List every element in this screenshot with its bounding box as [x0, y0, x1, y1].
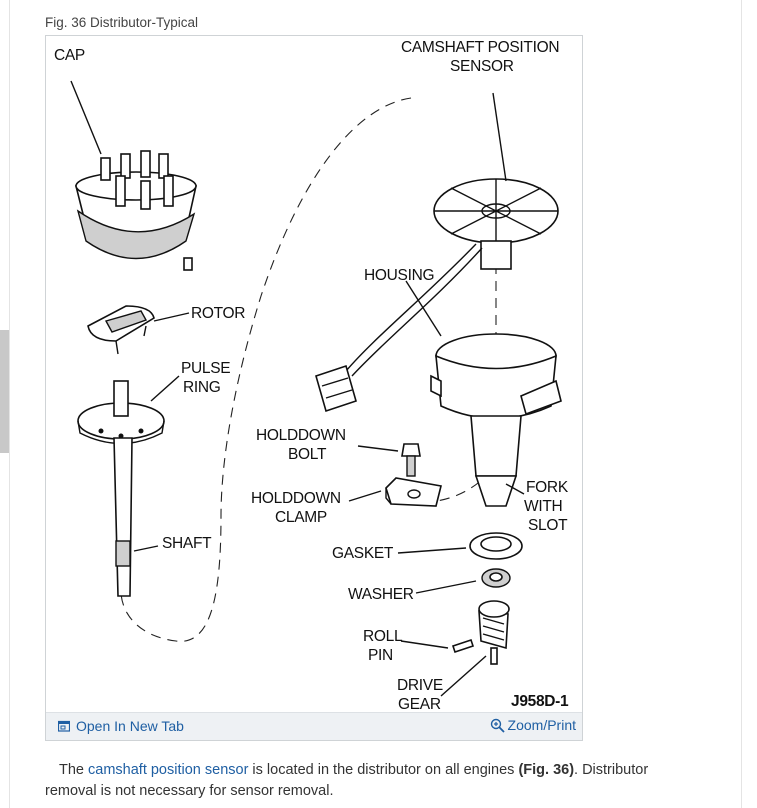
label-fork-2: WITH — [524, 498, 562, 515]
body-middle: is located in the distributor on all eng… — [248, 762, 519, 778]
holddown-bolt — [401, 443, 421, 477]
camshaft-sensor-link[interactable]: camshaft position sensor — [88, 762, 249, 778]
open-in-new-tab-label: Open In New Tab — [76, 718, 184, 734]
label-housing: HOUSING — [364, 267, 434, 284]
gasket — [469, 532, 523, 560]
body-end: . Distributor — [574, 762, 649, 778]
figure-frame: CAP CAMSHAFT POSITION SENSOR HOUSING ROT… — [45, 35, 583, 741]
drive-gear — [478, 600, 510, 665]
sensor-cable — [345, 243, 477, 372]
label-washer: WASHER — [348, 586, 414, 603]
label-drive-2: GEAR — [398, 696, 441, 713]
figure-toolbar: Open In New Tab Zoom/Print — [46, 712, 582, 740]
body-paragraph: The camshaft position sensor is located … — [45, 760, 665, 802]
label-holddown-clamp-2: CLAMP — [275, 509, 327, 526]
magnifier-zoom-icon — [490, 718, 505, 733]
sensor-connector — [315, 364, 357, 413]
label-camshaft-2: SENSOR — [450, 58, 514, 75]
washer-leader — [415, 580, 477, 594]
figure-caption: Fig. 36 Distributor-Typical — [45, 15, 199, 30]
cap-leader — [70, 80, 102, 155]
label-gasket: GASKET — [332, 545, 394, 562]
housing-leader — [405, 280, 442, 337]
label-holddown-bolt-1: HOLDDOWN — [256, 427, 346, 444]
clamp-leader — [348, 490, 382, 502]
label-pulse-1: PULSE — [181, 360, 230, 377]
pulse-leader — [150, 375, 180, 402]
assembly-dashed-line — [120, 97, 412, 642]
camshaft-position-sensor — [433, 178, 559, 270]
label-roll-2: PIN — [368, 647, 393, 664]
roll-pin — [451, 638, 475, 654]
zoom-print-link[interactable]: Zoom/Print — [490, 717, 576, 733]
distributor-diagram: CAP CAMSHAFT POSITION SENSOR HOUSING ROT… — [54, 39, 569, 713]
figure-reference: (Fig. 36) — [518, 762, 575, 778]
gasket-leader — [397, 547, 467, 554]
drivegear-leader — [440, 655, 487, 697]
rollpin-leader — [400, 640, 449, 649]
open-in-new-tab-icon — [58, 720, 70, 732]
distributor-cap — [74, 150, 197, 271]
label-shaft: SHAFT — [162, 535, 212, 552]
distributor-housing — [430, 333, 562, 507]
label-camshaft-1: CAMSHAFT POSITION — [401, 39, 559, 56]
label-figure-code: J958D-1 — [511, 693, 569, 710]
washer — [481, 568, 511, 588]
right-divider — [741, 0, 742, 808]
label-cap: CAP — [54, 47, 85, 64]
body-intro: The — [59, 762, 89, 778]
rotor — [87, 305, 155, 355]
zoom-print-label: Zoom/Print — [507, 717, 576, 733]
sensor-leader — [492, 92, 507, 182]
label-roll-1: ROLL — [363, 628, 403, 645]
rotor-leader — [153, 312, 190, 322]
pulse-ring-shaft — [77, 380, 165, 597]
label-holddown-bolt-2: BOLT — [288, 446, 327, 463]
holddown-clamp — [385, 477, 442, 507]
fork-leader — [505, 483, 525, 495]
label-pulse-2: RING — [183, 379, 221, 396]
label-drive-1: DRIVE — [397, 677, 443, 694]
label-rotor: ROTOR — [191, 305, 245, 322]
label-holddown-clamp-1: HOLDDOWN — [251, 490, 341, 507]
open-in-new-tab-link[interactable]: Open In New Tab — [58, 718, 184, 734]
body-line-2: removal is not necessary for sensor remo… — [45, 783, 334, 799]
bolt-leader — [357, 445, 399, 452]
label-fork-1: FORK — [526, 479, 569, 496]
label-fork-3: SLOT — [528, 517, 568, 534]
left-divider — [9, 0, 10, 808]
shaft-leader — [133, 545, 159, 552]
scrollbar-thumb[interactable] — [0, 330, 9, 453]
